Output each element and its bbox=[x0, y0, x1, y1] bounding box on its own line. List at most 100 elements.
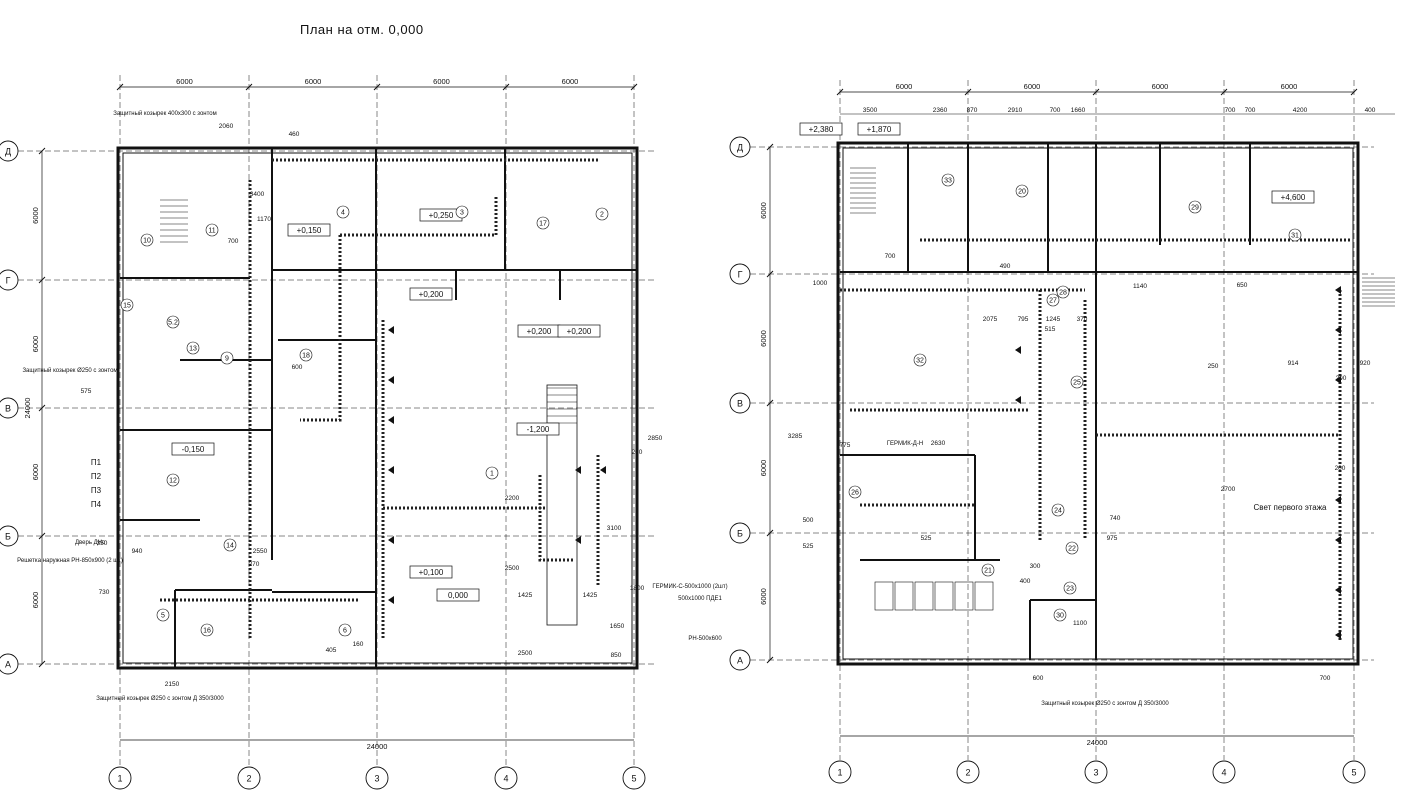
inner-dimension-value: 2550 bbox=[253, 548, 268, 555]
top-dimension-value: 6000 bbox=[433, 77, 450, 86]
level-mark-label: +2,380 bbox=[809, 125, 834, 134]
diffuser-mark bbox=[1335, 586, 1341, 594]
diffuser-mark bbox=[1335, 286, 1341, 294]
dimension-tick bbox=[1220, 88, 1228, 96]
side-dimension-value: 6000 bbox=[31, 336, 40, 353]
side-total-dimension: 24000 bbox=[23, 398, 32, 419]
top-dimension-value: 6000 bbox=[1152, 82, 1169, 91]
level-mark bbox=[409, 565, 453, 579]
row-axis-bubble-label: Д bbox=[737, 143, 743, 153]
inner-dimension-value: 2075 bbox=[983, 316, 998, 323]
room-number: 14 bbox=[226, 543, 234, 550]
room-number: 5 bbox=[161, 613, 165, 620]
valve-label: П2 bbox=[91, 472, 102, 481]
inner-dimension-value: 2060 bbox=[219, 123, 234, 130]
dimension-tick bbox=[766, 270, 774, 278]
drawing-title: План на отм. 0,000 bbox=[300, 22, 424, 37]
dimension-tick bbox=[766, 529, 774, 537]
inner-dimension-value: 575 bbox=[81, 388, 92, 395]
inner-dimension-value: 920 bbox=[1360, 360, 1371, 367]
outer-wall-inner-face bbox=[842, 147, 1354, 660]
inner-dimension-value: 1100 bbox=[1073, 620, 1087, 627]
top-dimension-value: 6000 bbox=[1024, 82, 1041, 91]
side-dimension-value: 6000 bbox=[759, 330, 768, 347]
side-dimension-value: 6000 bbox=[759, 460, 768, 477]
level-mark bbox=[287, 223, 331, 237]
room-number: 10 bbox=[143, 238, 151, 245]
room-number: 33 bbox=[944, 178, 952, 185]
column-axis-bubble bbox=[1212, 760, 1236, 784]
room-number-circle bbox=[156, 608, 170, 622]
inner-dimension-value: 525 bbox=[803, 543, 814, 550]
inner-dimension-value: 2630 bbox=[931, 440, 946, 447]
inner-dimension-value: 1800 bbox=[630, 585, 645, 592]
inner-dimension-value: 200 bbox=[1336, 375, 1347, 382]
level-mark-label: +0,200 bbox=[419, 290, 444, 299]
sub-dimension-value: 700 bbox=[1050, 107, 1061, 114]
row-axis-bubble-label: А bbox=[737, 656, 743, 666]
room-number-circle bbox=[299, 348, 313, 362]
dimension-tick bbox=[245, 83, 253, 91]
inner-dimension-value: 1650 bbox=[610, 623, 625, 630]
row-axis-bubble-label: Г bbox=[6, 276, 11, 286]
row-axis-bubble-label: Д bbox=[5, 147, 11, 157]
inner-dimension-value: 200 bbox=[1335, 465, 1346, 472]
inner-dimension-value: 1170 bbox=[257, 216, 271, 223]
supply-duct bbox=[300, 235, 342, 422]
diffuser-mark bbox=[388, 376, 394, 384]
dimension-tick bbox=[766, 399, 774, 407]
side-dimension-value: 6000 bbox=[31, 592, 40, 609]
inner-dimension-value: 914 bbox=[1288, 360, 1299, 367]
room-number: 23 bbox=[1066, 586, 1074, 593]
level-mark-label: +0,250 bbox=[429, 211, 454, 220]
dimension-tick bbox=[766, 143, 774, 151]
sub-dimension-value: 2360 bbox=[933, 107, 948, 114]
inner-dimension-value: 2850 bbox=[648, 435, 663, 442]
room-number: 1 bbox=[490, 471, 494, 478]
diffuser-mark bbox=[1335, 326, 1341, 334]
inner-dimension-value: 515 bbox=[1045, 326, 1056, 333]
sub-dimension-value: 3500 bbox=[863, 107, 878, 114]
room-number-circle bbox=[1070, 375, 1084, 389]
column-axis-bubble-label: 3 bbox=[1093, 768, 1098, 778]
row-axis-bubble-label: А bbox=[5, 660, 11, 670]
room-number: 20 bbox=[1018, 189, 1026, 196]
room-number-circle bbox=[186, 341, 200, 355]
annotation-note: Дверь ДНс bbox=[75, 540, 105, 546]
inner-dimension-value: 3400 bbox=[250, 191, 265, 198]
inner-dimension-value: 975 bbox=[1107, 535, 1118, 542]
outer-wall bbox=[116, 146, 639, 670]
inner-dimension-value: 350 bbox=[97, 540, 108, 547]
inner-dimension-value: 1245 bbox=[1046, 316, 1061, 323]
room-number-circle bbox=[941, 173, 955, 187]
level-mark bbox=[409, 287, 453, 301]
room-number-circle bbox=[1051, 503, 1065, 517]
inner-dimension-value: 2200 bbox=[505, 495, 520, 502]
level-mark bbox=[436, 588, 480, 602]
room-number-circle bbox=[536, 216, 550, 230]
room-number-circle bbox=[205, 223, 219, 237]
row-axis-bubble-label: Б bbox=[737, 529, 743, 539]
row-axis-bubble bbox=[729, 263, 751, 285]
equipment-block bbox=[974, 581, 994, 611]
inner-dimension-value: 370 bbox=[1077, 316, 1088, 323]
room-number-circle bbox=[1063, 581, 1077, 595]
room-number: 25 bbox=[1073, 380, 1081, 387]
inner-dimension-value: 1425 bbox=[583, 592, 598, 599]
room-number-circle bbox=[338, 623, 352, 637]
room-number-circle bbox=[1046, 293, 1060, 307]
column-axis-bubble bbox=[1342, 760, 1366, 784]
inner-dimension-value: 775 bbox=[840, 442, 851, 449]
room-number: 12 bbox=[169, 478, 177, 485]
sub-dimension-value: 400 bbox=[1365, 107, 1376, 114]
row-axis-bubble bbox=[729, 392, 751, 414]
diffuser-mark bbox=[1335, 631, 1341, 639]
total-dimension-value: 24000 bbox=[367, 742, 388, 751]
inner-dimension-value: 850 bbox=[611, 652, 622, 659]
level-mark bbox=[516, 422, 560, 436]
column-axis-bubble bbox=[108, 766, 132, 790]
outer-wall-inner-face bbox=[122, 152, 633, 664]
inner-dimension-value: 600 bbox=[1033, 675, 1044, 682]
column-axis-bubble bbox=[494, 766, 518, 790]
